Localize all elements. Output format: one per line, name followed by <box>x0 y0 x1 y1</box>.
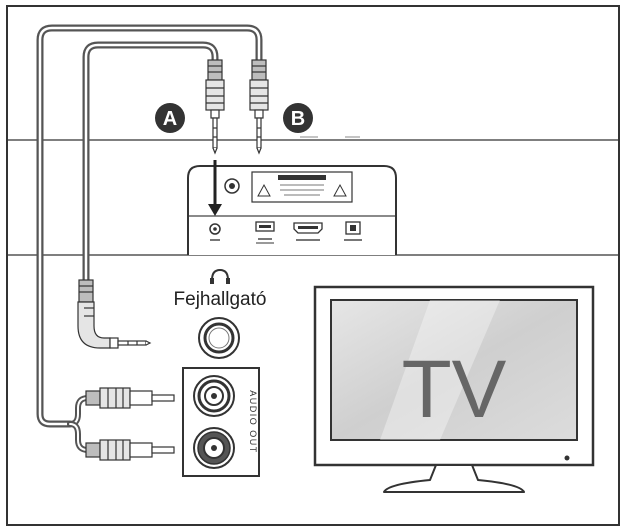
rca-plug-bottom <box>85 439 175 461</box>
tv-power-led <box>564 455 570 461</box>
headphone-icon <box>210 268 230 284</box>
warning-label <box>251 171 353 203</box>
audio-out-panel: AUDIO OUT <box>182 367 260 477</box>
plug-a <box>205 59 225 155</box>
rca-jack-bottom <box>193 427 235 469</box>
right-angle-plug <box>77 279 152 349</box>
device-rear-panel <box>187 165 397 255</box>
headphone-label: Fejhallgató <box>174 289 267 310</box>
tv: TV <box>313 285 595 493</box>
aux-port <box>209 223 221 241</box>
rca-jack-top <box>193 375 235 417</box>
callout-b: B <box>283 103 313 133</box>
audio-out-label: AUDIO OUT <box>248 390 258 454</box>
usb-port <box>255 221 275 244</box>
headphone-jack <box>198 317 240 359</box>
callout-a: A <box>155 103 185 133</box>
rca-plug-top <box>85 387 175 409</box>
cable-a <box>82 41 219 286</box>
tv-stand <box>383 464 525 493</box>
cable-b <box>36 24 263 453</box>
svg-text:A: A <box>163 108 177 130</box>
hdmi-port <box>293 222 323 241</box>
optical-port <box>344 221 362 241</box>
plug-b <box>249 59 269 155</box>
tv-label: TV <box>402 344 507 435</box>
insertion-arrow <box>208 160 222 216</box>
svg-text:B: B <box>291 108 305 130</box>
